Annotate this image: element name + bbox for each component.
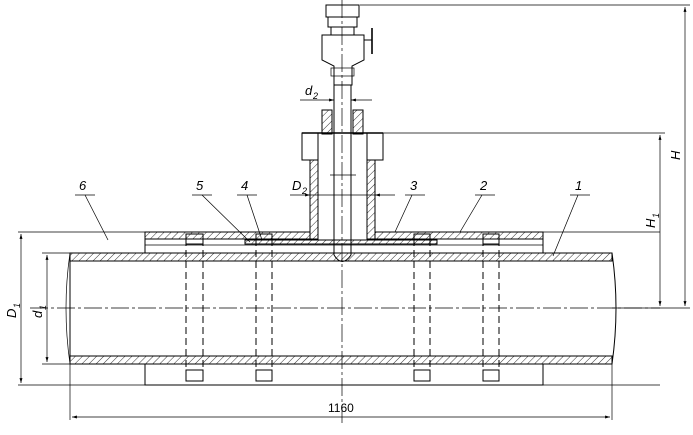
callout-3: 3	[410, 178, 418, 193]
clamp-1	[185, 233, 204, 382]
inner-tube	[321, 85, 364, 262]
dimension-lines	[19, 7, 687, 419]
svg-text:2: 2	[301, 186, 307, 196]
svg-text:H: H	[643, 218, 658, 228]
clamp-bolts	[185, 233, 500, 382]
dimension-labels: H H 1 D 1 d 1 D 2 d 2 1160	[4, 83, 683, 415]
extension-lines	[18, 4, 690, 420]
callout-4: 4	[241, 178, 248, 193]
svg-text:D: D	[292, 178, 301, 193]
label-D1: D 1	[4, 303, 22, 318]
valve	[321, 4, 373, 86]
leader-lines	[75, 194, 590, 257]
clamp-3	[413, 233, 431, 382]
main-pipe	[65, 252, 617, 365]
axis-lines	[30, 0, 660, 425]
branch-pipe	[301, 132, 384, 240]
label-D2: D 2	[292, 178, 307, 196]
svg-text:d: d	[30, 310, 45, 318]
callout-1: 1	[575, 178, 582, 193]
svg-text:d: d	[305, 83, 313, 98]
svg-text:1: 1	[38, 305, 48, 310]
label-H1: H 1	[643, 213, 661, 228]
svg-text:2: 2	[312, 91, 318, 101]
gasket	[244, 239, 438, 245]
label-length: 1160	[328, 401, 354, 415]
label-H: H	[668, 150, 683, 160]
label-d1: d 1	[30, 305, 48, 318]
callout-labels: 6 5 4 3 2 1	[79, 178, 582, 193]
label-d2: d 2	[305, 83, 318, 101]
svg-text:1: 1	[651, 213, 661, 218]
callout-5: 5	[196, 178, 204, 193]
callout-6: 6	[79, 178, 87, 193]
svg-text:D: D	[4, 309, 19, 318]
svg-text:1: 1	[12, 303, 22, 308]
callout-2: 2	[479, 178, 488, 193]
clamp-4	[482, 233, 500, 382]
